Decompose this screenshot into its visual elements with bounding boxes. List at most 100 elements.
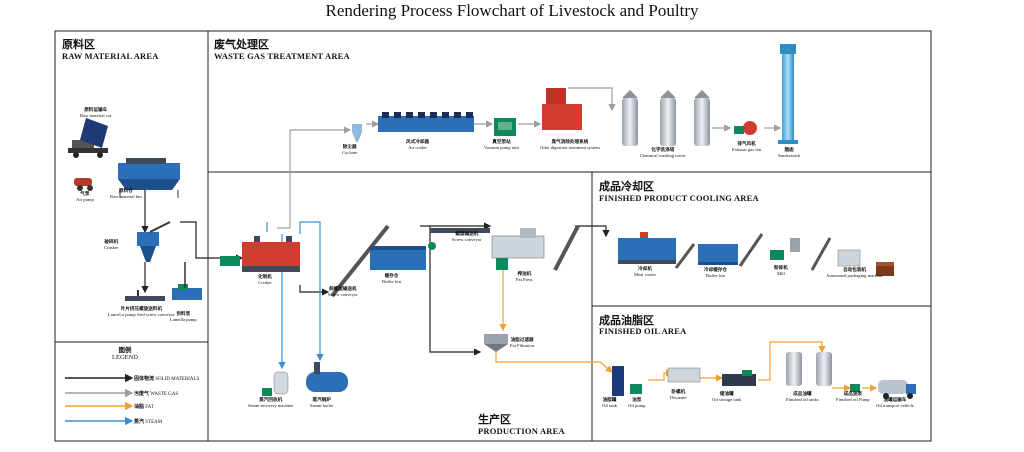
label-cyclone-cn: 除尘器 bbox=[342, 145, 357, 150]
fat-filter-icon bbox=[484, 334, 508, 352]
odor-system-icon bbox=[542, 88, 582, 130]
label-odor-system-en: Odor digestion treatment system bbox=[540, 145, 600, 151]
label-crusher-en: Crusher bbox=[104, 245, 119, 251]
label-finished-tanks-cn: 成品油罐 bbox=[793, 392, 812, 397]
cool-area-title: FINISHED PRODUCT COOLING AREA bbox=[599, 193, 759, 203]
label-packer-en: Automated packaging machine bbox=[826, 273, 884, 279]
label-raw-bin-en: Raw material bin bbox=[110, 194, 142, 200]
label-steam-recovery-en: Steam recovery machine bbox=[248, 403, 294, 409]
label-finished-pump-en: Finished oil Pump bbox=[836, 397, 870, 403]
flow-gas-washing bbox=[568, 87, 616, 112]
mill-icon bbox=[770, 238, 800, 260]
label-cooker-cn: 化制机 bbox=[258, 275, 272, 280]
lamella-pump-icon bbox=[172, 262, 202, 300]
oil-vehicle-icon bbox=[878, 380, 916, 399]
label-steam-boiler-en: Steam boiler bbox=[310, 403, 334, 409]
label-air-pump-cn: 气泵 bbox=[80, 192, 90, 197]
decanter-icon bbox=[667, 367, 701, 383]
meal-cooler-icon bbox=[618, 232, 676, 264]
label-cyclone-en: Cyclone bbox=[342, 150, 358, 156]
air-cooler-icon bbox=[378, 112, 474, 132]
label-buffer-bin-2-cn: 冷却缓存仓 bbox=[704, 268, 727, 273]
flow-feed-cooker bbox=[180, 221, 244, 262]
packer-icon bbox=[837, 249, 894, 276]
legend-item-gas: 污废气 WASTE GAS bbox=[134, 390, 178, 397]
label-odor-system-cn: 臭气消除处理系统 bbox=[551, 140, 589, 145]
label-mill-en: Mill bbox=[776, 271, 785, 277]
prod-area-title-cn: 生产区 bbox=[478, 413, 511, 426]
label-lamella-cn: 供料泵 bbox=[176, 312, 191, 317]
label-raw-car-cn: 原料运输车 bbox=[84, 108, 108, 113]
label-oil-tank-cn: 油脂罐 bbox=[602, 398, 617, 403]
packer-conveyor-icon bbox=[810, 237, 832, 271]
label-oil-tank-en: Oil tank bbox=[602, 403, 617, 409]
gas-area-title: WASTE GAS TREATMENT AREA bbox=[214, 51, 350, 61]
finished-oil-pump-icon bbox=[850, 384, 860, 392]
label-fat-press-en: Fat Press bbox=[516, 277, 533, 283]
label-packer-cn: 自动包装机 bbox=[843, 268, 867, 273]
prod-area-title: PRODUCTION AREA bbox=[478, 426, 565, 436]
label-vacuum-pump-cn: 真空泵站 bbox=[492, 140, 511, 145]
screw-feed-icon bbox=[125, 290, 165, 301]
label-screw-feed-en: LanceLa pump feed screw conveyor bbox=[108, 312, 175, 318]
washing-tower-icon bbox=[622, 90, 710, 146]
steam-boiler-icon bbox=[306, 362, 348, 392]
screw-conveyor-2-icon bbox=[428, 228, 490, 250]
screw-conveyor-icon bbox=[330, 224, 390, 298]
label-finished-pump-cn: 成品油泵 bbox=[843, 392, 863, 397]
flow-gas-cyclone bbox=[277, 126, 352, 229]
label-oil-vehicle-en: Oil transport vehicle bbox=[876, 403, 914, 409]
label-buffer-bin-2-en: Buffer bin bbox=[706, 273, 725, 279]
label-mill-cn: 粉碎机 bbox=[774, 266, 788, 271]
legend-solid-cn: 固体物流 bbox=[134, 376, 155, 382]
legend-title-cn: 图例 bbox=[118, 346, 132, 354]
label-air-cooler-cn: 风式冷却器 bbox=[406, 140, 429, 145]
flow-to-cooling bbox=[575, 225, 610, 238]
label-raw-car-en: Raw material car bbox=[80, 113, 112, 119]
air-pump-icon bbox=[74, 178, 93, 191]
label-smokestack-cn: 烟囱 bbox=[784, 148, 794, 153]
smokestack-icon bbox=[778, 44, 798, 144]
label-air-pump-en: Air pump bbox=[76, 197, 94, 203]
flow-lines bbox=[141, 87, 878, 392]
oil-area-title: FINISHED OIL AREA bbox=[599, 326, 687, 336]
label-meal-cooler-en: Meal cooler bbox=[634, 272, 657, 278]
label-oil-pump-cn: 油泵 bbox=[632, 398, 642, 403]
label-smokestack-en: Smokestack bbox=[778, 153, 801, 159]
label-fat-filter-en: Fat Filtration bbox=[510, 343, 535, 349]
label-exhaust-fan-cn: 排气风机 bbox=[737, 142, 756, 147]
label-oil-vehicle-cn: 油罐运输车 bbox=[883, 398, 907, 403]
label-decanter-cn: 卧螺机 bbox=[671, 390, 686, 395]
vacuum-pump-icon bbox=[494, 118, 516, 136]
flow-steam-boiler bbox=[299, 221, 324, 362]
flow-to-filter bbox=[420, 225, 482, 356]
label-raw-bin-cn: 原料仓 bbox=[118, 189, 133, 194]
label-steam-boiler-cn: 蒸汽锅炉 bbox=[312, 398, 331, 403]
legend-gas-cn: 污废气 bbox=[134, 391, 150, 397]
outer-frame bbox=[54, 30, 932, 442]
legend-steam-cn: 蒸汽 bbox=[134, 419, 145, 425]
label-screw-conveyor-en: Screw conveyor bbox=[328, 292, 358, 298]
legend-item-solid: 固体物流 SOLID MATERIALS bbox=[134, 375, 199, 382]
label-fat-filter-cn: 油脂过滤器 bbox=[510, 338, 534, 343]
cool-area-title-cn: 成品冷却区 bbox=[599, 180, 654, 193]
raw-area-title: RAW MATERIAL AREA bbox=[62, 51, 159, 61]
raw-area-title-cn: 原料区 bbox=[62, 38, 95, 51]
legend-item-steam: 蒸汽 STEAM bbox=[134, 418, 162, 425]
